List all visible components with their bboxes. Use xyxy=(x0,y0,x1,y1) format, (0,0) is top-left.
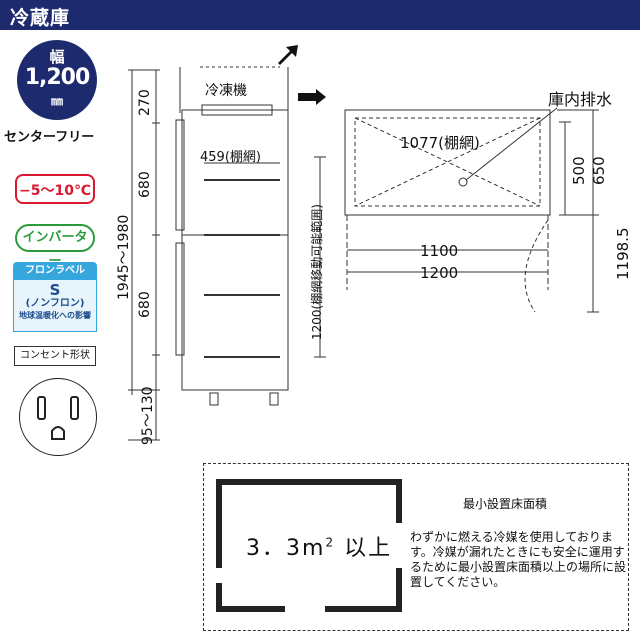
fluorocarbon-grade: S xyxy=(49,281,61,299)
page-title: 冷蔵庫 xyxy=(10,7,71,29)
outlet-shape-icon xyxy=(19,378,97,456)
width-badge-value: 1,200 xyxy=(24,65,91,90)
width-badge-label: 幅 xyxy=(49,48,65,66)
dim-270: 270 xyxy=(137,89,153,116)
shelf-range-label: 1200(棚網移動可能範囲) xyxy=(310,204,324,340)
installation-area-box xyxy=(203,463,629,631)
minimum-floor-area-drawing xyxy=(216,479,402,612)
area-value: 3．3m2 以上 xyxy=(246,535,393,561)
width-badge-unit: ㎜ xyxy=(50,94,63,108)
dim-1200: 1200 xyxy=(420,264,459,282)
installation-title: 最小設置床面積 xyxy=(463,497,548,511)
drain-label: 庫内排水 xyxy=(548,90,613,109)
dim-1198: 1198.5 xyxy=(614,227,632,281)
fluorocarbon-type: (ノンフロン) xyxy=(25,298,85,309)
width-badge: 幅 1,200 ㎜ xyxy=(17,40,97,120)
dim-650: 650 xyxy=(590,156,608,185)
installation-notice: わずかに燃える冷媒を使用しております。冷媒が漏れたときにも安全に運用するために最… xyxy=(410,530,627,589)
center-free-label: センターフリー xyxy=(4,130,95,145)
fluorocarbon-label-title: フロンラベル xyxy=(13,262,97,279)
dim-680-top: 680 xyxy=(137,171,153,198)
inverter-badge: インバーター xyxy=(15,224,95,269)
dim-leg-height: 95〜130 xyxy=(140,386,156,445)
temperature-badge: −5〜10℃ xyxy=(15,174,95,204)
shelf-depth-label: 459(棚網) xyxy=(200,150,261,165)
dim-total-height: 1945〜1980 xyxy=(116,214,132,300)
exhaust-arrow-icon xyxy=(278,45,298,65)
top-view-drawing xyxy=(344,107,599,313)
dim-500: 500 xyxy=(570,156,588,185)
dim-1100: 1100 xyxy=(420,242,459,260)
outlet-label: コンセント形状 xyxy=(14,346,96,366)
dim-680-bottom: 680 xyxy=(137,291,153,318)
fluorocarbon-label-body: S (ノンフロン) 地球温暖化への影響 xyxy=(13,279,97,332)
shelf-width-label: 1077(棚網) xyxy=(400,134,480,152)
fluorocarbon-label: フロンラベル S (ノンフロン) 地球温暖化への影響 xyxy=(13,262,97,332)
front-view-drawing xyxy=(128,45,326,441)
header-bar: 冷蔵庫 xyxy=(0,0,640,30)
compressor-label: 冷凍機 xyxy=(205,83,247,99)
airflow-arrow-icon xyxy=(298,89,326,105)
fluorocarbon-note: 地球温暖化への影響 xyxy=(19,311,91,320)
